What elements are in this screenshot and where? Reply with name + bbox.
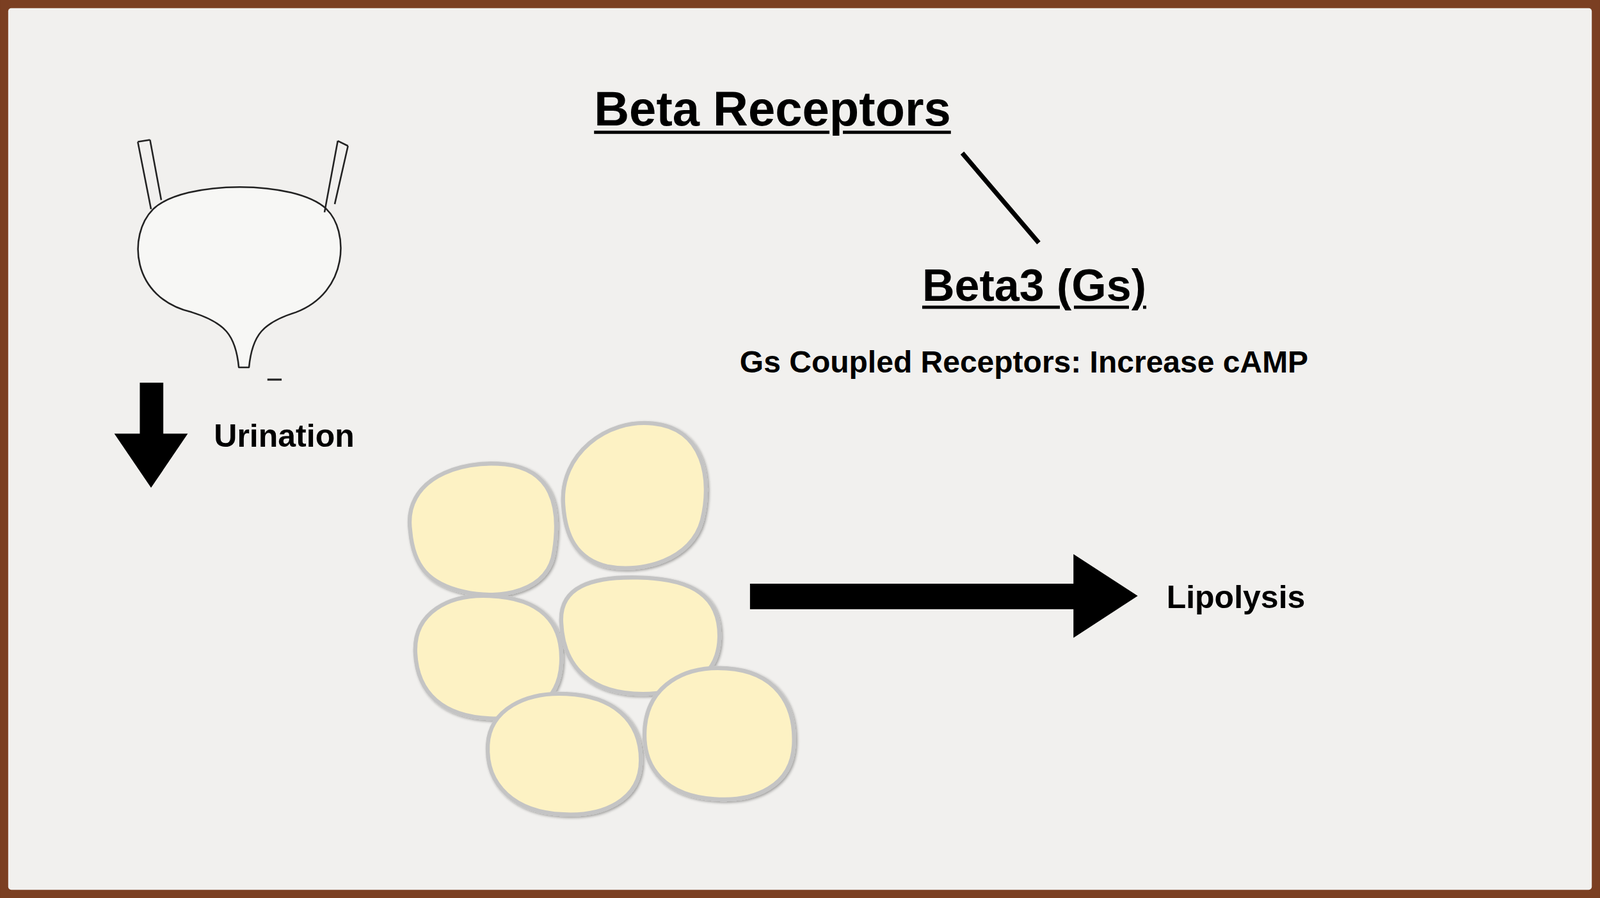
down-arrow [114, 382, 189, 488]
receptor-subtype: Beta3 (Gs) [922, 261, 1147, 311]
slide-title: Beta Receptors [593, 81, 952, 136]
bladder-drawing [137, 139, 348, 380]
effect-label: Lipolysis [1166, 579, 1306, 616]
fat-cells [409, 423, 795, 815]
effect-label: Urination [213, 418, 354, 454]
mechanism-note: Gs Coupled Receptors: Increase cAMP [739, 345, 1309, 380]
slide-background [8, 8, 1592, 890]
right-arrow [750, 554, 1138, 639]
leader-line [961, 152, 1039, 243]
